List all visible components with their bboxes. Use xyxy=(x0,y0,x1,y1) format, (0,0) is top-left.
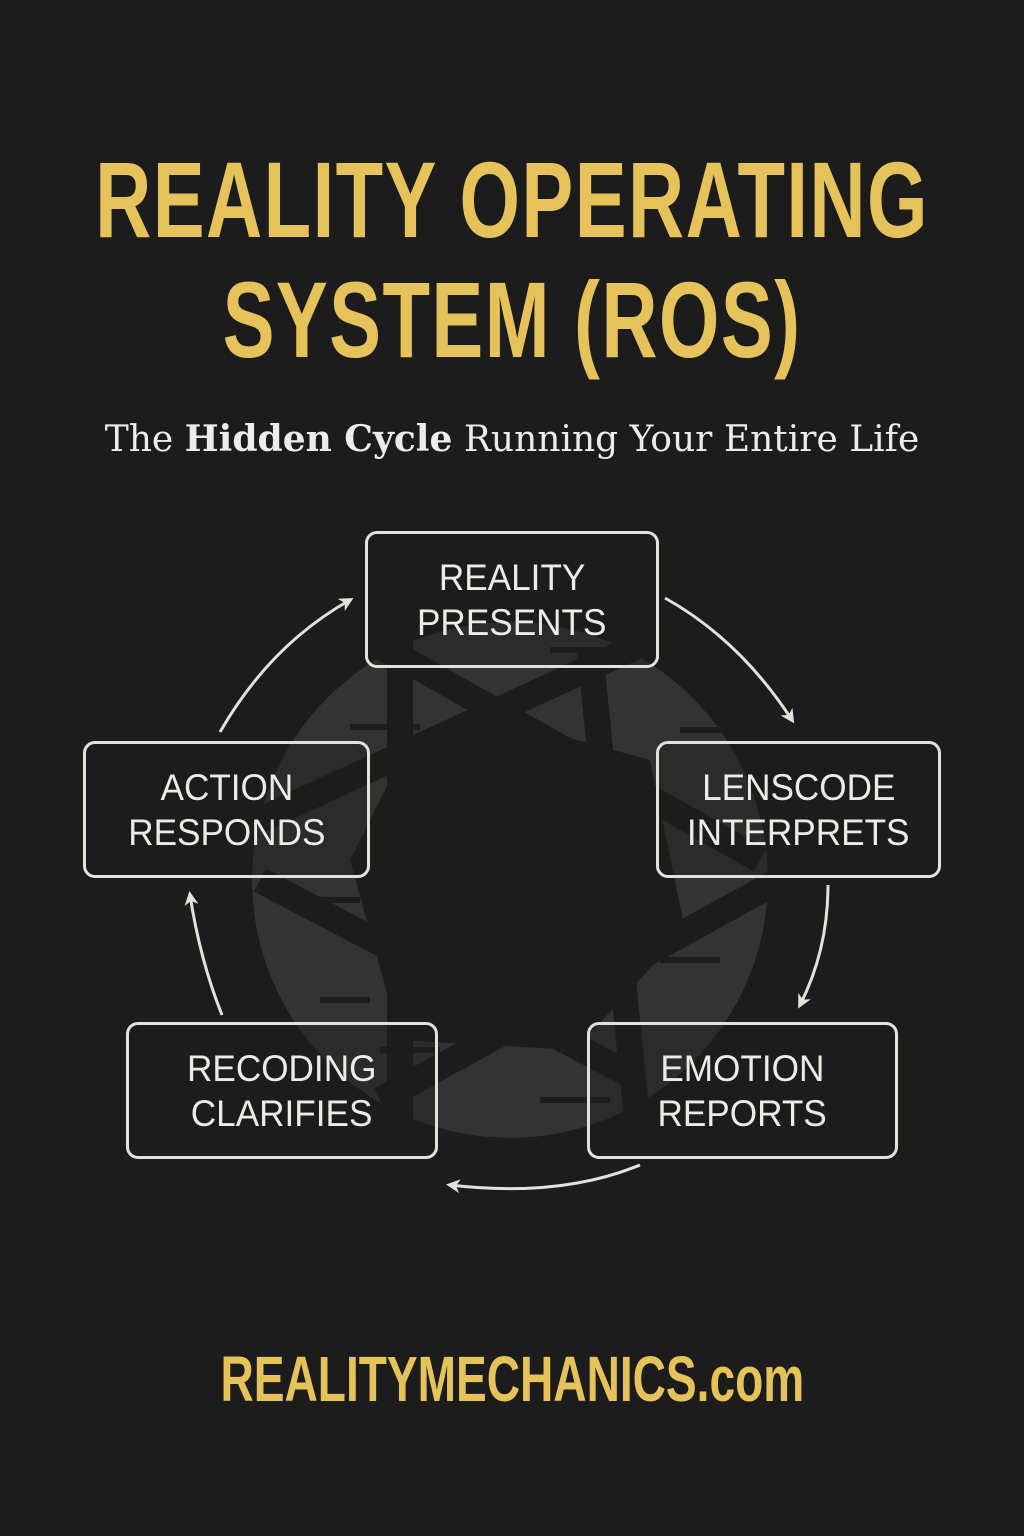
footer-text: REALITYMECHANICS.com xyxy=(220,1343,804,1415)
step-label: ACTION xyxy=(160,766,293,808)
arrow-3 xyxy=(446,1163,641,1194)
step-label: REPORTS xyxy=(657,1092,828,1134)
website-footer: REALITYMECHANICS.com xyxy=(0,1342,1024,1416)
step-label: CLARIFIES xyxy=(191,1092,373,1134)
arrow-4 xyxy=(184,891,224,1016)
subtitle: The Hidden Cycle Running Your Entire Lif… xyxy=(0,418,1024,460)
step-label: RECODING xyxy=(187,1047,377,1089)
step-label: REALITY xyxy=(438,556,586,598)
step-label: INTERPRETS xyxy=(687,811,910,853)
aperture-icon xyxy=(252,622,768,1138)
title-text-2: SYSTEM (ROS) xyxy=(222,259,802,380)
subtitle-post: Running Your Entire Life xyxy=(452,419,920,460)
step-label: PRESENTS xyxy=(417,601,607,643)
arrow-2 xyxy=(798,884,830,1009)
title-text-1: REALITY OPERATING xyxy=(95,139,929,260)
subtitle-pre: The xyxy=(104,419,185,460)
step-label: EMOTION xyxy=(660,1047,825,1089)
step-label: LENSCODE xyxy=(701,766,896,808)
title-line-2: SYSTEM (ROS) xyxy=(0,266,1024,374)
subtitle-bold: Hidden Cycle xyxy=(184,418,453,460)
arrow-1 xyxy=(664,596,795,724)
title-line-1: REALITY OPERATING xyxy=(0,146,1024,254)
step-label: RESPONDS xyxy=(127,811,326,853)
arrow-5 xyxy=(218,598,354,733)
